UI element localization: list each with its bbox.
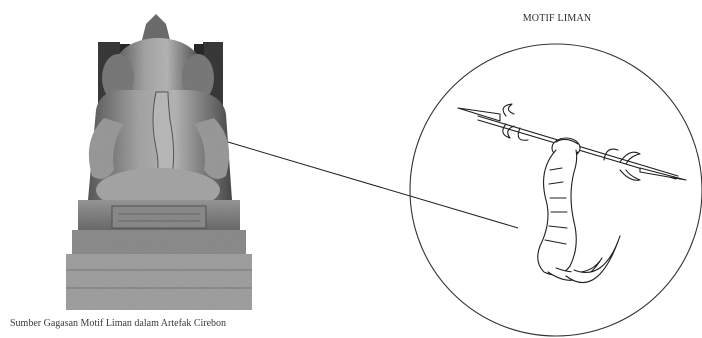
spear-tip-left [458,108,500,121]
motif-title: MOTIF LIMAN [492,13,622,24]
statue-pedestal-base [66,254,252,310]
spear-tip-right [640,168,686,180]
figure-caption: Sumber Gagasan Motif Liman dalam Artefak… [10,318,330,329]
statue-pedestal-mid [72,230,246,254]
ganesha-statue-photo [66,14,252,310]
connector-line [228,142,518,228]
motif-liman-drawing [458,104,686,283]
